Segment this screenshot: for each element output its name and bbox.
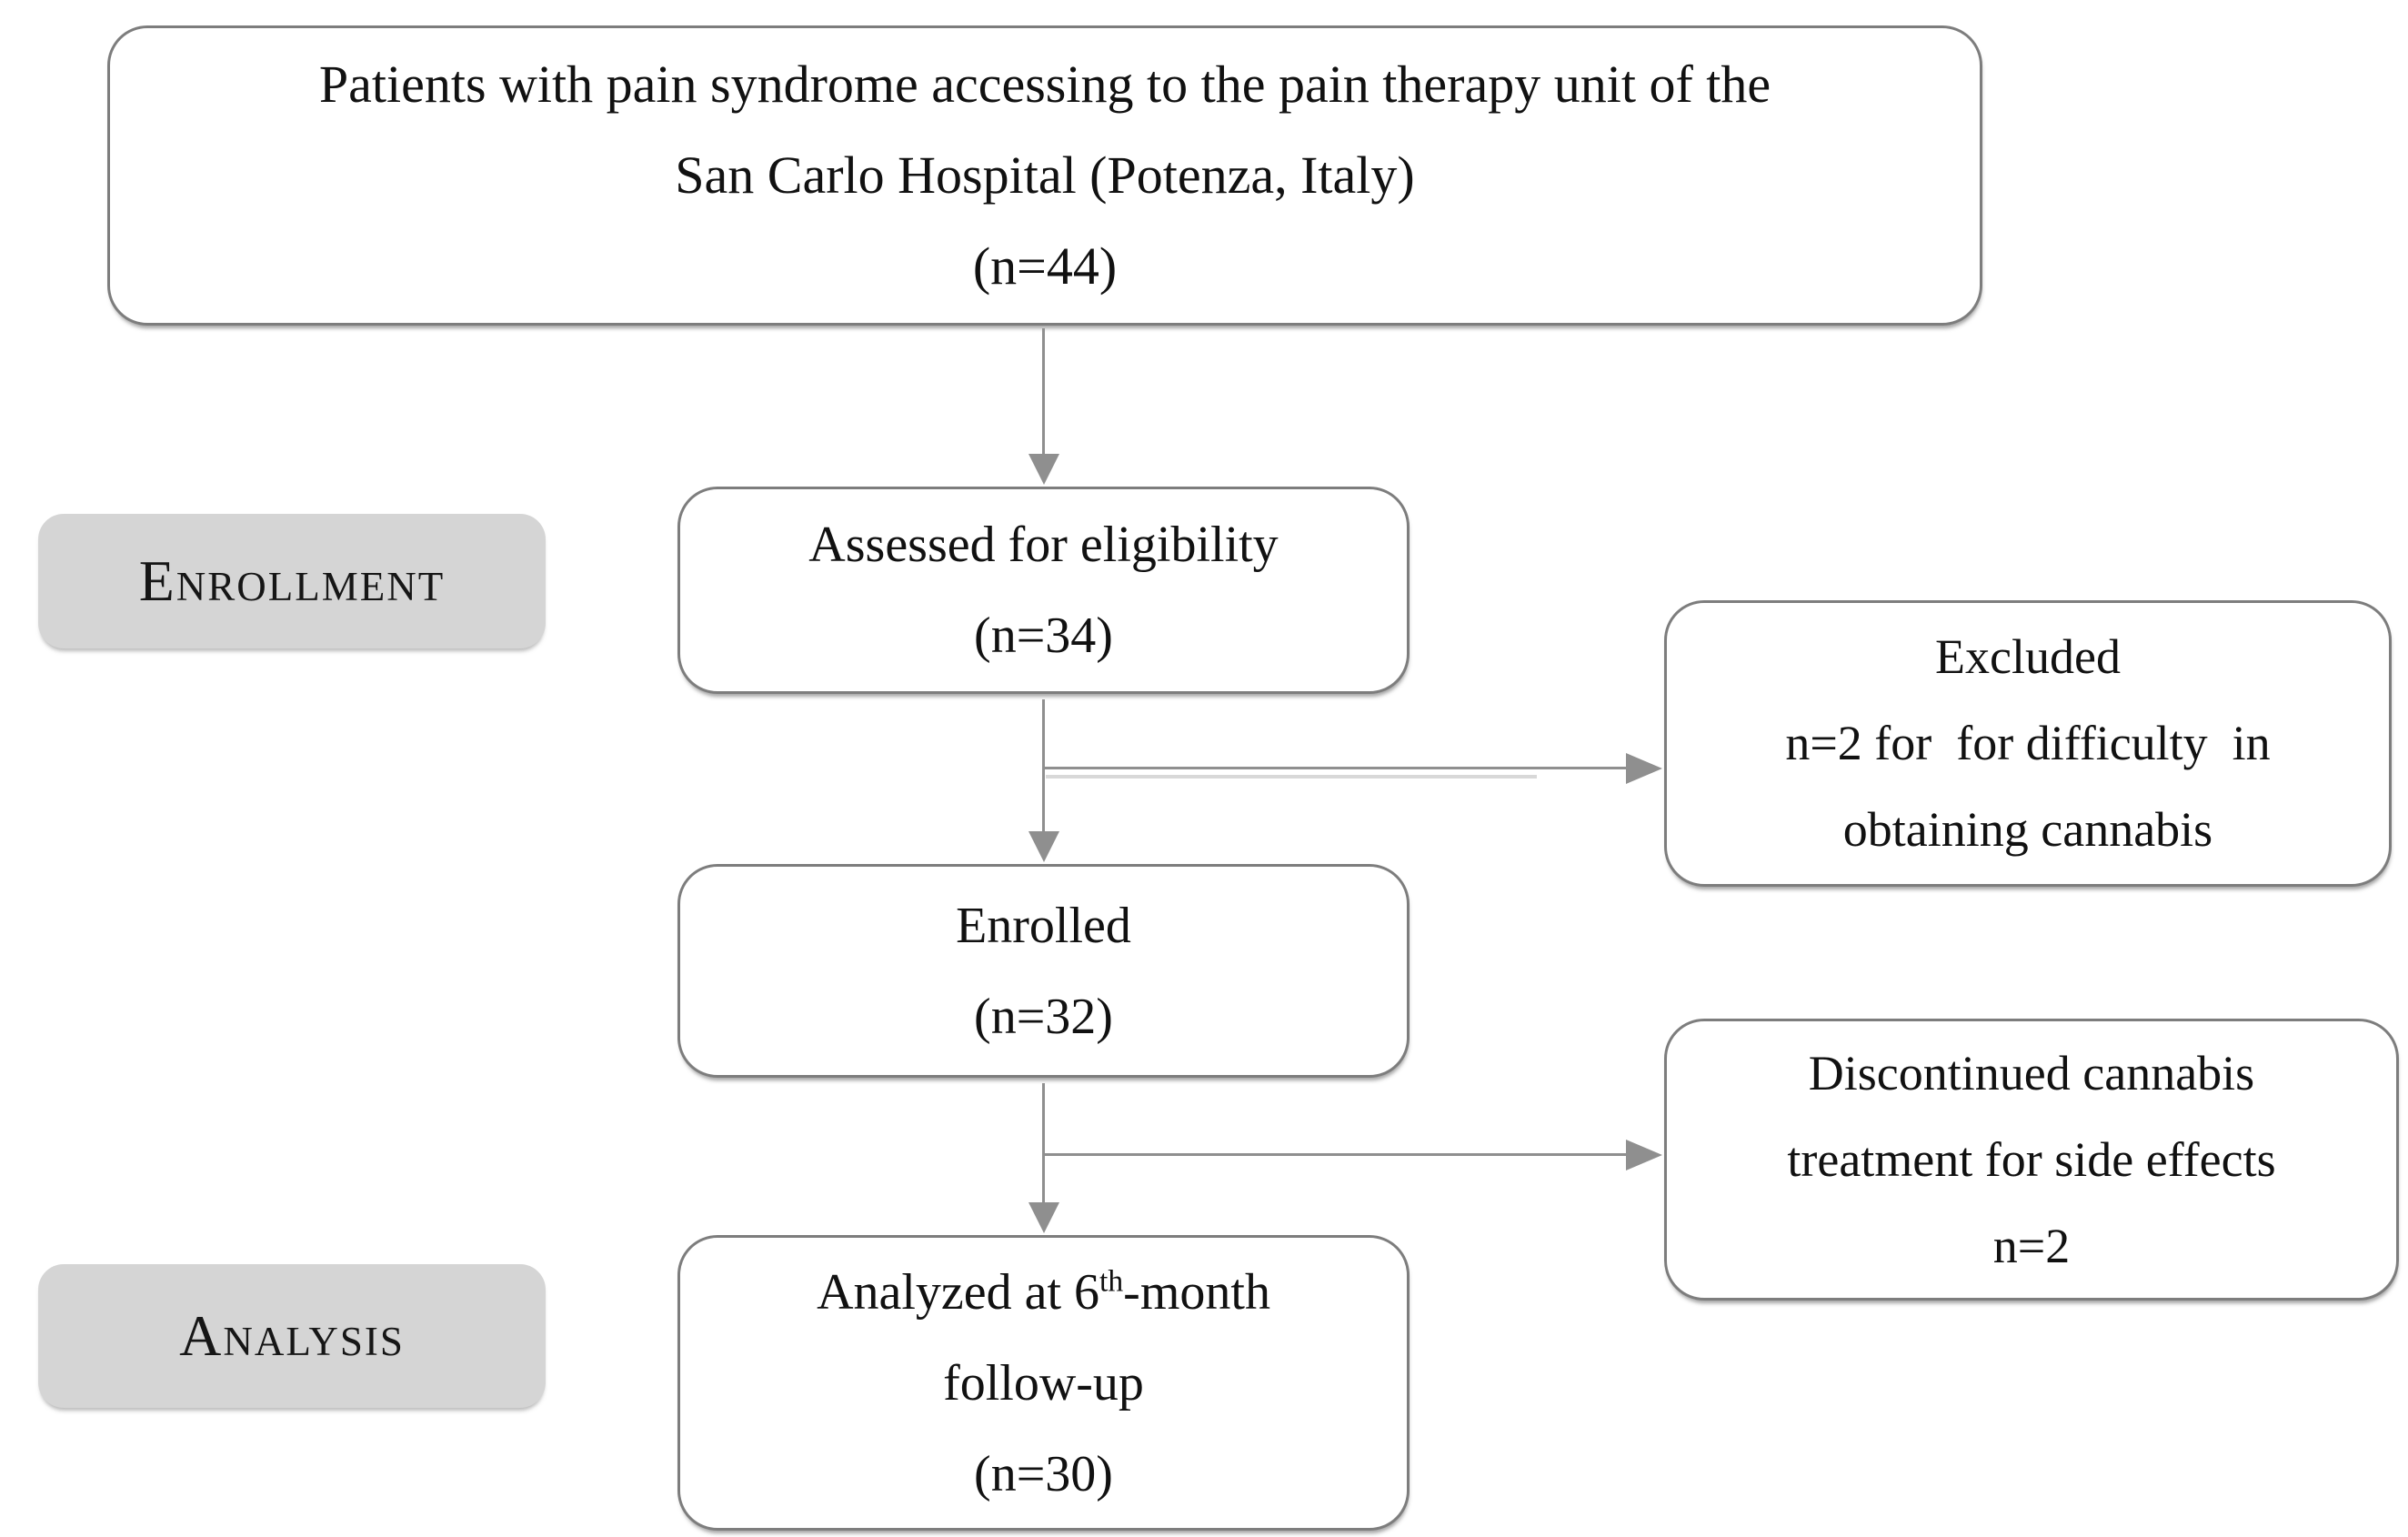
box-excluded: Excluded n=2 for for difficulty in obtai… (1664, 600, 2392, 887)
box-discontinued: Discontinued cannabis treatment for side… (1664, 1019, 2399, 1301)
box-discontinued-line3: n=2 (1992, 1218, 2071, 1273)
box-source-population: Patients with pain syndrome accessing to… (107, 25, 1982, 326)
box-enrolled-line2: (n=32) (974, 988, 1113, 1045)
box-excluded-line2: n=2 for for difficulty in (1785, 716, 2271, 770)
arrow-source-to-assessed-line (1042, 328, 1045, 454)
arrow-assessed-to-excluded-shadow-line (1046, 775, 1537, 779)
box-analyzed-line3: (n=30) (974, 1445, 1113, 1502)
box-enrolled: Enrolled (n=32) (677, 864, 1410, 1078)
arrow-enrolled-to-discontinued-head-icon (1626, 1140, 1662, 1170)
arrow-enrolled-to-analyzed-head-icon (1028, 1202, 1059, 1233)
box-excluded-line1: Excluded (1935, 629, 2121, 684)
box-analyzed-line1: Analyzed at 6th-month (680, 1247, 1407, 1338)
arrow-source-to-assessed-head-icon (1028, 454, 1059, 485)
arrow-assessed-to-excluded-line (1044, 767, 1626, 769)
arrow-assessed-to-enrolled-head-icon (1028, 831, 1059, 862)
box-assessed-for-eligibility: Assessed for eligibility (n=34) (677, 487, 1410, 694)
box-analyzed-line1-post: -month (1123, 1263, 1270, 1321)
stage-label-analysis: Analysis (38, 1264, 546, 1408)
box-analyzed-line1-superscript: th (1099, 1263, 1124, 1298)
box-analyzed-line2: follow-up (943, 1354, 1144, 1411)
stage-label-enrollment: Enrollment (38, 514, 546, 648)
box-source-line3: (n=44) (972, 236, 1118, 296)
arrow-assessed-to-enrolled-line (1042, 699, 1045, 831)
box-enrolled-line1: Enrolled (956, 897, 1131, 954)
box-analyzed: Analyzed at 6th-month follow-up (n=30) (677, 1235, 1410, 1531)
box-discontinued-line1: Discontinued cannabis (1808, 1045, 2255, 1100)
box-source-line1: Patients with pain syndrome accessing to… (318, 55, 1771, 114)
arrow-assessed-to-excluded-head-icon (1626, 753, 1662, 784)
box-assessed-line2: (n=34) (974, 608, 1113, 664)
box-discontinued-line2: treatment for side effects (1787, 1131, 2276, 1187)
arrow-enrolled-to-discontinued-line (1044, 1153, 1626, 1156)
arrow-enrolled-to-analyzed-line (1042, 1083, 1045, 1202)
box-excluded-line3: obtaining cannabis (1842, 802, 2213, 857)
box-analyzed-line1-pre: Analyzed at 6 (817, 1263, 1100, 1321)
box-assessed-line1: Assessed for eligibility (808, 517, 1279, 573)
box-source-line2: San Carlo Hospital (Potenza, Italy) (675, 146, 1415, 205)
